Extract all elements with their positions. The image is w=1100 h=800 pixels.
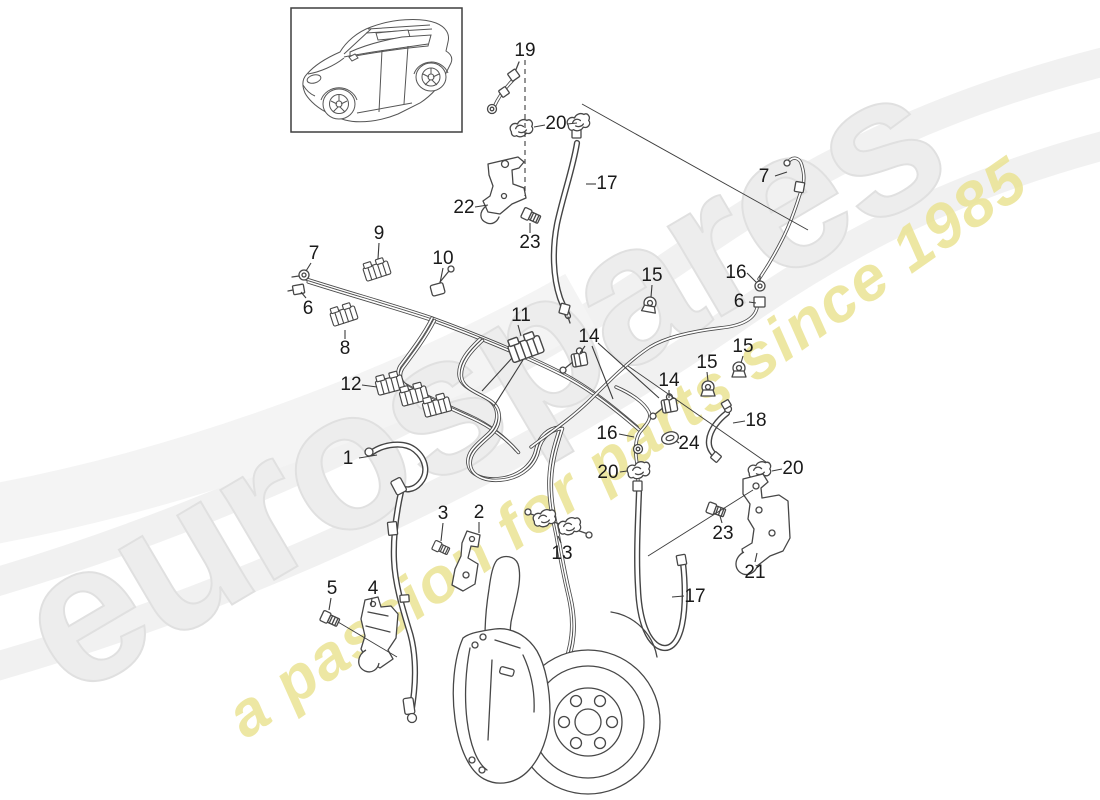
- part-7-6-union-left: [287, 269, 310, 296]
- part-4-bracket: [358, 596, 399, 673]
- leader-line-22: [474, 204, 489, 208]
- leader-line-20: [771, 468, 783, 472]
- leader-line-6: [300, 291, 307, 299]
- part-9-clip: [360, 255, 392, 282]
- leader-line-20: [619, 470, 628, 473]
- callout-14[interactable]: 14: [658, 370, 680, 391]
- leader-line-11: [493, 359, 524, 407]
- part-18-brake-hose: [709, 399, 733, 463]
- callout-20[interactable]: 20: [782, 458, 803, 479]
- construction-line: [337, 621, 398, 658]
- leader-line-9: [377, 242, 380, 260]
- callout-13[interactable]: 13: [551, 543, 572, 564]
- leader-line-3: [440, 522, 444, 542]
- callout-7[interactable]: 7: [759, 166, 770, 187]
- leader-line-17: [671, 595, 685, 598]
- leader-lines: [300, 60, 788, 611]
- brake-caliper-disc: [452, 555, 661, 795]
- callout-23[interactable]: 23: [519, 232, 540, 253]
- leader-line-14: [591, 345, 614, 400]
- callout-19[interactable]: 19: [514, 40, 535, 61]
- leader-line-23: [719, 515, 723, 524]
- leader-line-16: [618, 433, 635, 438]
- callout-7[interactable]: 7: [309, 243, 320, 264]
- part-22-bracket: [480, 156, 527, 225]
- leader-line-15: [650, 284, 653, 298]
- part-19-brake-pipe: [486, 61, 521, 115]
- leader-line-11: [481, 357, 513, 392]
- leader-line-7: [774, 171, 788, 177]
- callout-16[interactable]: 16: [596, 423, 617, 444]
- leader-line-24: [675, 440, 680, 444]
- leader-line-15: [740, 355, 744, 364]
- part-16-banjo-bottom: [632, 443, 644, 455]
- callout-10[interactable]: 10: [432, 248, 453, 269]
- callout-18[interactable]: 18: [745, 410, 766, 431]
- part-1-brake-hose: [364, 445, 425, 724]
- callout-9[interactable]: 9: [374, 223, 385, 244]
- part-16-6-union-right: [753, 275, 766, 308]
- construction-line: [647, 489, 754, 557]
- callout-6[interactable]: 6: [734, 291, 745, 312]
- callout-21[interactable]: 21: [744, 562, 765, 583]
- callout-2[interactable]: 2: [474, 502, 485, 523]
- construction-lines: [337, 103, 809, 658]
- watermark-swoosh-core: [0, 77, 1100, 651]
- leader-line-1: [358, 454, 378, 459]
- callout-17[interactable]: 17: [596, 173, 617, 194]
- construction-line: [581, 103, 809, 231]
- callout-22[interactable]: 22: [453, 197, 474, 218]
- leader-line-4: [370, 597, 373, 607]
- callout-15[interactable]: 15: [732, 336, 753, 357]
- callout-15[interactable]: 15: [696, 352, 717, 373]
- part-17-brake-hose-bottom: [632, 480, 687, 648]
- leader-line-10: [439, 267, 444, 284]
- callout-3[interactable]: 3: [438, 503, 449, 524]
- leader-line-16: [746, 272, 757, 283]
- part-21-bracket: [735, 473, 791, 576]
- callout-24[interactable]: 24: [678, 433, 700, 454]
- callout-14[interactable]: 14: [578, 326, 600, 347]
- leader-line-14: [579, 345, 586, 354]
- part-8-clip: [327, 300, 359, 327]
- part-7-brake-pipe-right: [757, 156, 806, 281]
- callout-5[interactable]: 5: [327, 578, 338, 599]
- leader-line-20: [533, 124, 546, 128]
- leader-line-21: [754, 552, 758, 563]
- callout-6[interactable]: 6: [303, 298, 314, 319]
- leader-line-7: [305, 262, 312, 272]
- callout-20[interactable]: 20: [597, 462, 618, 483]
- car-outline-icon: [302, 19, 453, 123]
- part-13-clip-assembly: [524, 507, 593, 539]
- callout-12[interactable]: 12: [340, 374, 361, 395]
- car-thumbnail: [290, 7, 463, 133]
- leader-line-11: [517, 324, 522, 337]
- leader-line-18: [732, 420, 746, 424]
- callout-8[interactable]: 8: [340, 338, 351, 359]
- callout-16[interactable]: 16: [725, 262, 746, 283]
- part-2-bracket: [451, 530, 481, 592]
- construction-line: [627, 365, 767, 463]
- callout-1[interactable]: 1: [343, 448, 354, 469]
- leader-line-13: [557, 535, 562, 544]
- leader-line-5: [328, 597, 332, 611]
- callout-15[interactable]: 15: [641, 265, 662, 286]
- callout-23[interactable]: 23: [712, 523, 733, 544]
- leader-line-15: [706, 371, 709, 382]
- leader-line-12: [361, 384, 378, 388]
- callout-4[interactable]: 4: [368, 578, 379, 599]
- callout-11[interactable]: 11: [511, 305, 531, 326]
- watermark-swoosh-2: [0, 273, 595, 544]
- callout-20[interactable]: 20: [545, 113, 566, 134]
- leader-line-14: [597, 342, 660, 399]
- callout-17[interactable]: 17: [684, 586, 705, 607]
- part-10-clip: [429, 265, 455, 297]
- leader-line-20: [566, 122, 578, 125]
- leader-line-6: [748, 301, 757, 304]
